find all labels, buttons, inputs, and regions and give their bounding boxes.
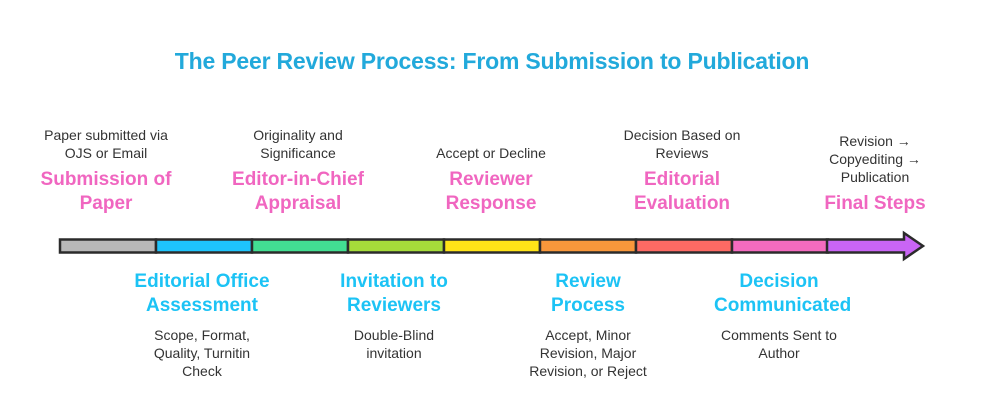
timeline-segment [154, 238, 254, 254]
step-decision-communicated: Decision Communicated Comments Sent to A… [694, 270, 864, 362]
step-description: Accept, Minor Revision, Major Revision, … [529, 327, 647, 379]
step-final-steps: Revision → Copyediting → Publication Fin… [790, 132, 960, 216]
step-description: Paper submitted via OJS or Email [44, 127, 168, 161]
step-heading: Editorial Evaluation [633, 169, 731, 214]
timeline-segment [538, 238, 638, 254]
step-description: Double-Blind invitation [353, 327, 435, 361]
step-submission-of-paper: Paper submitted via OJS or Email Submiss… [21, 126, 191, 216]
step-heading: Decision Communicated [714, 271, 852, 316]
diagram-title: The Peer Review Process: From Submission… [174, 48, 810, 74]
step-reviewer-response: Accept or Decline Reviewer Response [406, 144, 576, 216]
step-heading: Editor-in-Chief Appraisal [232, 169, 364, 214]
step-editor-in-chief-appraisal: Originality and Significance Editor-in-C… [213, 126, 383, 216]
step-heading: Editorial Office Assessment [134, 271, 270, 316]
timeline-segment [634, 238, 734, 254]
timeline-segment [730, 238, 830, 254]
timeline-segment [346, 238, 446, 254]
timeline-segment [250, 238, 350, 254]
step-invitation-to-reviewers: Invitation to Reviewers Double-Blind inv… [309, 270, 479, 362]
step-description: Accept or Decline [436, 145, 546, 161]
arrowhead-icon [825, 230, 926, 262]
step-editorial-office-assessment: Editorial Office Assessment Scope, Forma… [117, 270, 287, 380]
step-description: Decision Based on Reviews [623, 127, 741, 161]
step-heading: Review Process [551, 271, 625, 316]
step-review-process: Review Process Accept, Minor Revision, M… [503, 270, 673, 380]
timeline-segment [442, 238, 542, 254]
step-heading: Submission of Paper [40, 169, 172, 214]
step-editorial-evaluation: Decision Based on Reviews Editorial Eval… [597, 126, 767, 216]
step-description: Comments Sent to Author [721, 327, 837, 361]
step-description: Originality and Significance [253, 127, 343, 161]
step-heading: Invitation to Reviewers [340, 271, 448, 316]
step-heading: Final Steps [824, 193, 926, 214]
step-description: Scope, Format, Quality, Turnitin Check [153, 327, 251, 379]
step-description: Revision → Copyediting → Publication [829, 133, 921, 185]
step-heading: Reviewer Response [445, 169, 537, 214]
timeline-segment [58, 238, 158, 254]
